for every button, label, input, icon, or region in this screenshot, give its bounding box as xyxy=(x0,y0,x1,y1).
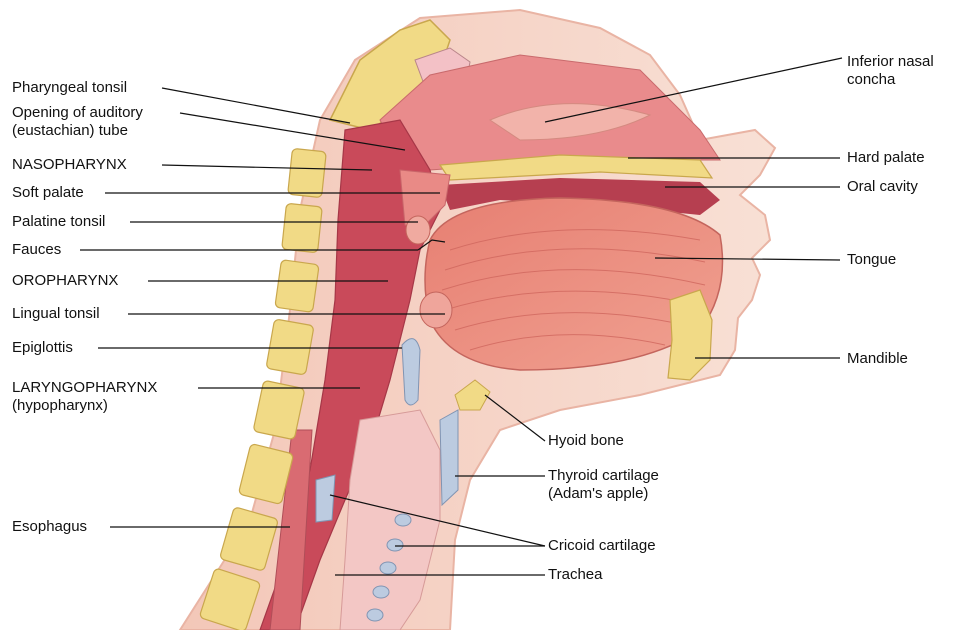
label-tongue: Tongue xyxy=(847,251,896,269)
label-epiglottis: Epiglottis xyxy=(12,339,73,357)
label-oropharynx: OROPHARYNX xyxy=(12,272,118,290)
lingual-tonsil-shape xyxy=(420,292,452,328)
label-oral-cavity: Oral cavity xyxy=(847,178,918,196)
label-soft-palate: Soft palate xyxy=(12,184,84,202)
label-palatine-tonsil: Palatine tonsil xyxy=(12,213,105,231)
label-fauces: Fauces xyxy=(12,241,61,259)
label-trachea: Trachea xyxy=(548,566,602,584)
label-mandible: Mandible xyxy=(847,350,908,368)
label-cricoid-cartilage: Cricoid cartilage xyxy=(548,537,656,555)
label-hard-palate: Hard palate xyxy=(847,149,925,167)
thyroid-cartilage-shape xyxy=(440,410,458,505)
label-thyroid-cartilage: Thyroid cartilage(Adam's apple) xyxy=(548,467,659,503)
label-auditory-tube: Opening of auditory(eustachian) tube xyxy=(12,104,143,140)
label-lingual-tonsil: Lingual tonsil xyxy=(12,305,100,323)
label-hyoid-bone: Hyoid bone xyxy=(548,432,624,450)
epiglottis-shape xyxy=(402,339,420,405)
label-laryngopharynx: LARYNGOPHARYNX(hypopharynx) xyxy=(12,379,157,415)
label-nasopharynx: NASOPHARYNX xyxy=(12,156,127,174)
label-pharyngeal-tonsil: Pharyngeal tonsil xyxy=(12,79,127,97)
label-esophagus: Esophagus xyxy=(12,518,87,536)
palatine-tonsil-shape xyxy=(406,216,430,244)
